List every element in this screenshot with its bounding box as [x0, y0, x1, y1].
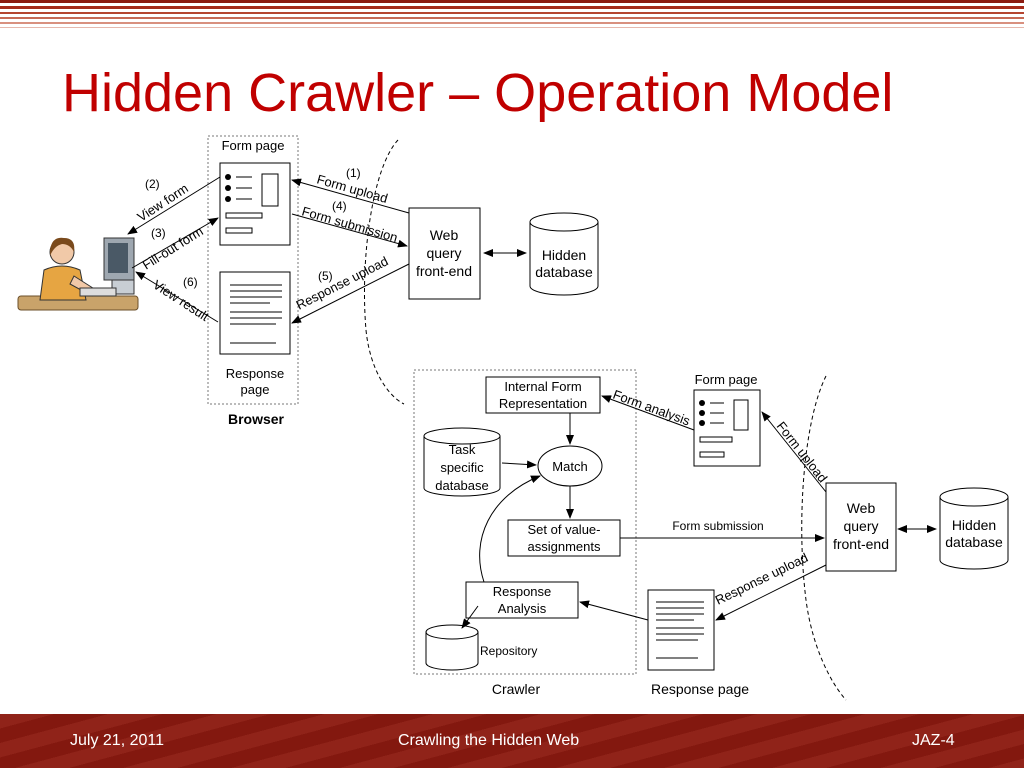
browser-response-page-label-2: page: [241, 382, 270, 397]
step-4-label: (4): [332, 199, 347, 213]
bottom-web-query-text-1: Web: [847, 500, 876, 516]
form-submission-arrow: [291, 213, 408, 248]
value-assignments-text-1: Set of value-: [528, 522, 601, 537]
value-assignments-box: [507, 519, 621, 557]
response-analysis-box: [465, 581, 579, 619]
step-1-label: (1): [346, 166, 361, 180]
taskdb-to-match-arrow: [501, 460, 537, 469]
top-web-query-box: [408, 207, 481, 300]
footer-date: July 21, 2011: [70, 732, 164, 749]
browser-form-page-label: Form page: [222, 138, 285, 153]
top-network-boundary: [364, 139, 405, 405]
analysis-feedback-arrow: [479, 475, 541, 583]
repository-label: Repository: [480, 644, 537, 658]
browser-form-page-icon: [219, 162, 291, 246]
value-assignments-text-2: assignments: [528, 539, 601, 554]
crawler-boundary: [413, 369, 637, 675]
internal-form-text-2: Representation: [499, 396, 587, 411]
internal-form-box: [485, 376, 601, 414]
form-analysis-label: Form analysis: [611, 387, 693, 429]
bottom-form-upload-label: Form upload: [774, 419, 831, 486]
footer-presentation-title: Crawling the Hidden Web: [398, 732, 580, 749]
bottom-form-submission-label: Form submission: [672, 519, 763, 533]
top-hidden-database-icon: [529, 212, 599, 296]
bottom-form-upload-arrow: [761, 411, 827, 493]
bottom-response-upload-arrow: [715, 564, 827, 621]
view-result-label: View result: [150, 277, 212, 324]
bottom-response-page-icon: [647, 589, 715, 671]
form-analysis-arrow: [601, 395, 695, 431]
fill-out-form-label: Fill-out form: [140, 223, 206, 272]
view-form-arrow: [127, 176, 221, 235]
top-hidden-database-text-2: database: [535, 264, 593, 280]
footer-slide-number: JAZ-4: [912, 732, 955, 749]
top-stripes: [0, 0, 1024, 28]
view-form-label: View form: [134, 181, 190, 225]
bottom-response-upload-label: Response upload: [713, 550, 811, 608]
top-web-query-text-1: Web: [430, 227, 459, 243]
crawler-label: Crawler: [492, 681, 541, 697]
bottom-web-query-text-2: query: [843, 518, 878, 534]
footer-bar: July 21, 2011 Crawling the Hidden Web JA…: [0, 714, 1024, 768]
task-database-text-3: database: [435, 478, 489, 493]
fill-out-form-arrow: [131, 217, 219, 269]
response-upload-arrow: [291, 263, 410, 324]
bottom-response-page-label: Response page: [651, 681, 749, 697]
view-result-arrow: [135, 271, 219, 323]
bottom-web-query-box: [825, 482, 897, 572]
response-to-analysis-arrow: [579, 600, 649, 621]
bottom-hidden-database-text-1: Hidden: [952, 517, 996, 533]
bottom-hidden-database-icon: [939, 487, 1009, 570]
task-database-text-2: specific: [440, 460, 484, 475]
top-web-query-text-2: query: [426, 245, 461, 261]
response-upload-label: Response upload: [294, 253, 391, 312]
browser-response-page-icon: [219, 271, 291, 355]
bottom-network-boundary: [801, 375, 847, 701]
user-at-computer-icon: [17, 237, 139, 311]
browser-label: Browser: [228, 411, 285, 427]
repository-database-icon: [425, 624, 479, 671]
step-3-label: (3): [151, 226, 166, 240]
bottom-web-query-text-3: front-end: [833, 536, 889, 552]
bottom-form-page-icon: [693, 389, 761, 467]
step-5-label: (5): [318, 269, 333, 283]
top-web-query-text-3: front-end: [416, 263, 472, 279]
browser-response-page-label: Response: [226, 366, 285, 381]
top-hidden-database-text-1: Hidden: [542, 247, 586, 263]
bottom-form-page-label: Form page: [695, 372, 758, 387]
task-database-icon: [423, 427, 501, 497]
response-analysis-text-2: Analysis: [498, 601, 547, 616]
match-text: Match: [552, 459, 587, 474]
slide-title: Hidden Crawler – Operation Model: [62, 63, 894, 123]
step-2-label: (2): [145, 177, 160, 191]
form-upload-arrow: [291, 178, 410, 214]
analysis-to-repository-arrow: [461, 605, 479, 629]
step-6-label: (6): [183, 275, 198, 289]
internal-form-text-1: Internal Form: [504, 379, 581, 394]
form-submission-label: Form submission: [300, 203, 399, 245]
bottom-hidden-database-text-2: database: [945, 534, 1003, 550]
browser-boundary: [207, 135, 299, 405]
task-database-text-1: Task: [449, 442, 476, 457]
response-analysis-text-1: Response: [493, 584, 552, 599]
